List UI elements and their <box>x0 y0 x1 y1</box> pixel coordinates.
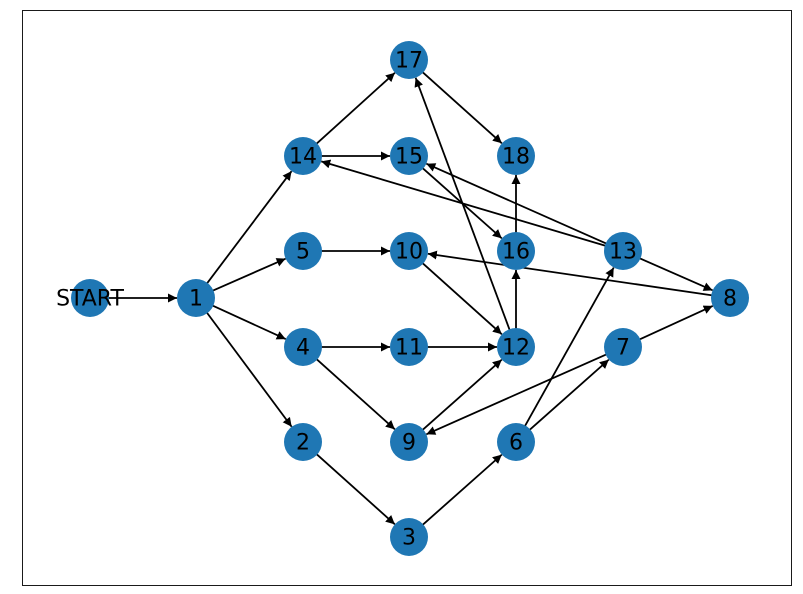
node-3: 3 <box>390 518 428 556</box>
node-label-2: 2 <box>296 431 310 456</box>
node-label-12: 12 <box>502 336 530 361</box>
node-circle-6 <box>497 423 535 461</box>
node-label-5: 5 <box>296 240 310 265</box>
edge-3-to-6 <box>421 453 503 527</box>
node-circle-7 <box>604 328 642 366</box>
node-circle-14 <box>284 137 322 175</box>
node-2: 2 <box>284 423 322 461</box>
node-label-7: 7 <box>616 336 630 361</box>
node-circle-START <box>71 279 109 317</box>
node-label-10: 10 <box>395 240 423 265</box>
node-label-13: 13 <box>609 240 637 265</box>
node-12: 12 <box>497 328 535 366</box>
node-circle-2 <box>284 423 322 461</box>
node-5: 5 <box>284 232 322 270</box>
edge-14-to-17 <box>314 72 396 146</box>
node-label-8: 8 <box>723 287 737 312</box>
edge-13-to-8 <box>638 257 713 292</box>
edge-10-to-12 <box>421 261 503 335</box>
edge-6-to-7 <box>528 358 610 432</box>
plot-frame <box>22 10 792 586</box>
edge-13-to-15 <box>426 162 608 245</box>
node-circle-5 <box>284 232 322 270</box>
node-label-START: START <box>56 287 124 312</box>
node-circle-9 <box>390 423 428 461</box>
node-circle-4 <box>284 328 322 366</box>
node-7: 7 <box>604 328 642 366</box>
edge-12-to-17 <box>414 77 511 332</box>
node-circle-1 <box>177 279 215 317</box>
node-label-16: 16 <box>502 240 530 265</box>
node-circle-3 <box>390 518 428 556</box>
node-circle-18 <box>497 137 535 175</box>
node-circle-17 <box>390 41 428 79</box>
edge-1-to-14 <box>205 170 293 285</box>
node-label-1: 1 <box>189 287 203 312</box>
node-14: 14 <box>284 137 322 175</box>
node-label-6: 6 <box>509 431 523 456</box>
edge-1-to-2 <box>205 311 293 428</box>
node-6: 6 <box>497 423 535 461</box>
node-9: 9 <box>390 423 428 461</box>
node-label-15: 15 <box>395 145 423 170</box>
node-17: 17 <box>390 41 428 79</box>
edges-layer <box>107 70 714 527</box>
edge-7-to-8 <box>638 305 714 341</box>
node-8: 8 <box>711 279 749 317</box>
edge-17-to-18 <box>421 70 503 144</box>
node-11: 11 <box>390 328 428 366</box>
node-label-3: 3 <box>402 526 416 551</box>
edge-1-to-4 <box>211 304 287 340</box>
node-13: 13 <box>604 232 642 270</box>
edge-1-to-5 <box>211 257 286 292</box>
edge-8-to-10 <box>427 250 714 297</box>
node-4: 4 <box>284 328 322 366</box>
node-1: 1 <box>177 279 215 317</box>
node-circle-8 <box>711 279 749 317</box>
node-circle-10 <box>390 232 428 270</box>
node-label-4: 4 <box>296 336 310 361</box>
edge-7-to-9 <box>426 353 608 436</box>
node-15: 15 <box>390 137 428 175</box>
edge-6-to-13 <box>523 267 615 428</box>
node-circle-11 <box>390 328 428 366</box>
node-label-11: 11 <box>395 336 423 361</box>
node-circle-13 <box>604 232 642 270</box>
edge-2-to-3 <box>315 452 396 525</box>
node-18: 18 <box>497 137 535 175</box>
node-circle-15 <box>390 137 428 175</box>
node-label-14: 14 <box>289 145 317 170</box>
node-10: 10 <box>390 232 428 270</box>
node-16: 16 <box>497 232 535 270</box>
node-label-17: 17 <box>395 49 423 74</box>
node-label-9: 9 <box>402 431 416 456</box>
node-circle-16 <box>497 232 535 270</box>
node-circle-12 <box>497 328 535 366</box>
edge-13-to-14 <box>320 159 607 248</box>
edge-4-to-9 <box>315 357 396 430</box>
node-START: START <box>56 279 124 317</box>
edge-9-to-12 <box>421 358 503 432</box>
node-label-18: 18 <box>502 145 530 170</box>
